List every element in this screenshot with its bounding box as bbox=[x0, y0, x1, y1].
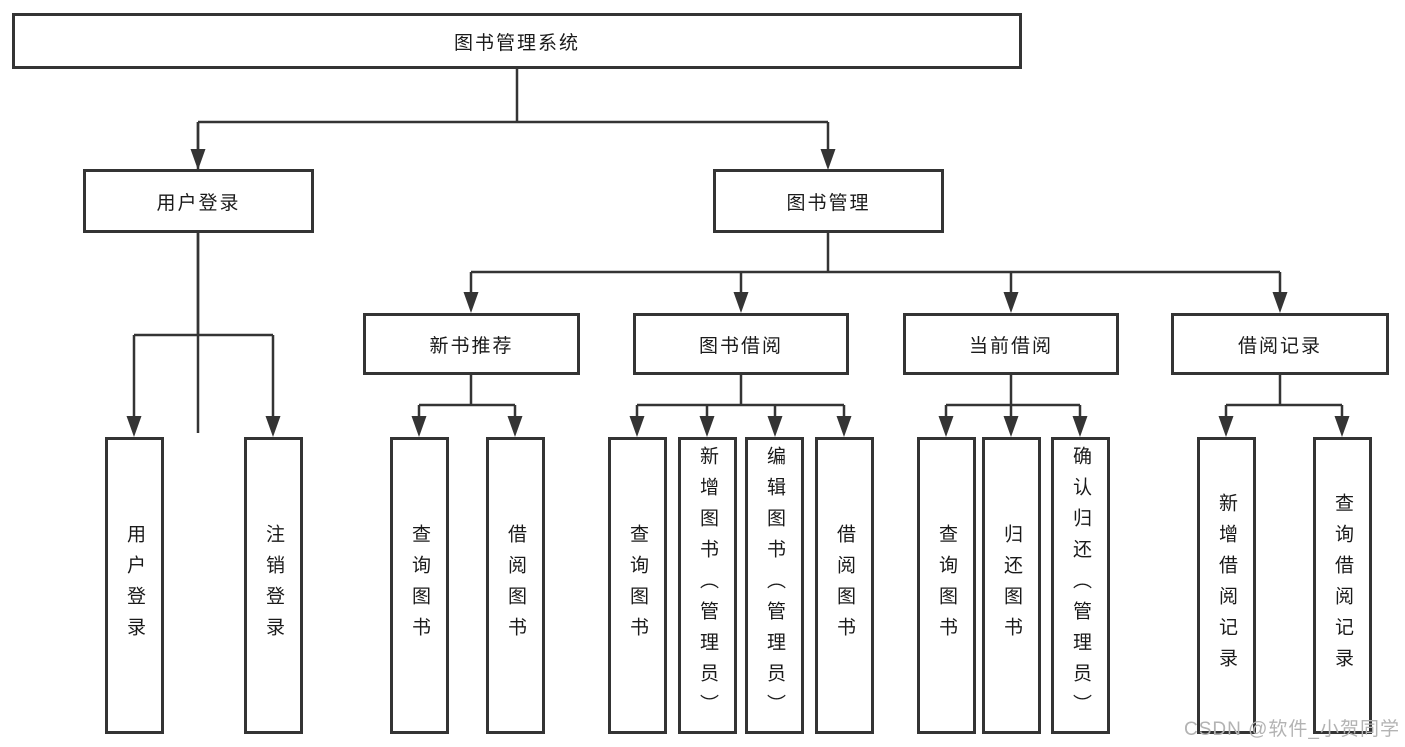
node-leaf-edit-books-admin: 编辑图书（管理员） bbox=[745, 437, 804, 734]
node-leaf-add-borrow-record: 新增借阅记录 bbox=[1197, 437, 1256, 734]
node-leaf-query-books: 查询图书 bbox=[390, 437, 449, 734]
node-label: 图书管理系统 bbox=[453, 32, 580, 54]
node-label: 借阅图书 bbox=[505, 523, 526, 648]
node-leaf-confirm-return-admin: 确认归还（管理员） bbox=[1051, 437, 1110, 734]
node-label: 新增图书（管理员） bbox=[697, 446, 718, 725]
node-leaf-logout: 注销登录 bbox=[244, 437, 303, 734]
node-book-borrowing: 图书借阅 bbox=[633, 313, 849, 375]
node-new-book-recommend: 新书推荐 bbox=[363, 313, 580, 375]
node-leaf-return-books: 归还图书 bbox=[982, 437, 1041, 734]
node-current-borrowing: 当前借阅 bbox=[903, 313, 1119, 375]
node-label: 确认归还（管理员） bbox=[1070, 446, 1091, 725]
node-book-management-branch: 图书管理 bbox=[713, 169, 944, 233]
node-leaf-user-login: 用户登录 bbox=[105, 437, 164, 734]
csdn-watermark: CSDN @软件_小贺同学 bbox=[1184, 719, 1400, 740]
node-borrowing-records: 借阅记录 bbox=[1171, 313, 1389, 375]
node-label: 借阅记录 bbox=[1237, 335, 1322, 357]
node-label: 图书借阅 bbox=[698, 335, 783, 357]
node-label: 借阅图书 bbox=[834, 523, 855, 648]
node-label: 查询图书 bbox=[627, 523, 648, 648]
node-leaf-add-books-admin: 新增图书（管理员） bbox=[678, 437, 737, 734]
node-leaf-query-books: 查询图书 bbox=[608, 437, 667, 734]
node-label: 注销登录 bbox=[263, 523, 284, 648]
node-root-library-system: 图书管理系统 bbox=[12, 13, 1022, 69]
node-label: 查询图书 bbox=[936, 523, 957, 648]
node-label: 用户登录 bbox=[156, 192, 241, 214]
node-label: 新增借阅记录 bbox=[1216, 492, 1237, 679]
node-leaf-borrow-books: 借阅图书 bbox=[815, 437, 874, 734]
node-label: 查询借阅记录 bbox=[1332, 492, 1353, 679]
node-leaf-borrow-books: 借阅图书 bbox=[486, 437, 545, 734]
node-label: 当前借阅 bbox=[968, 335, 1053, 357]
node-label: 图书管理 bbox=[786, 192, 871, 214]
node-label: 归还图书 bbox=[1001, 523, 1022, 648]
node-user-login-branch: 用户登录 bbox=[83, 169, 314, 233]
node-leaf-query-borrow-record: 查询借阅记录 bbox=[1313, 437, 1372, 734]
node-label: 用户登录 bbox=[124, 523, 145, 648]
node-label: 查询图书 bbox=[409, 523, 430, 648]
node-leaf-query-books: 查询图书 bbox=[917, 437, 976, 734]
node-label: 新书推荐 bbox=[429, 335, 514, 357]
node-label: 编辑图书（管理员） bbox=[764, 446, 785, 725]
